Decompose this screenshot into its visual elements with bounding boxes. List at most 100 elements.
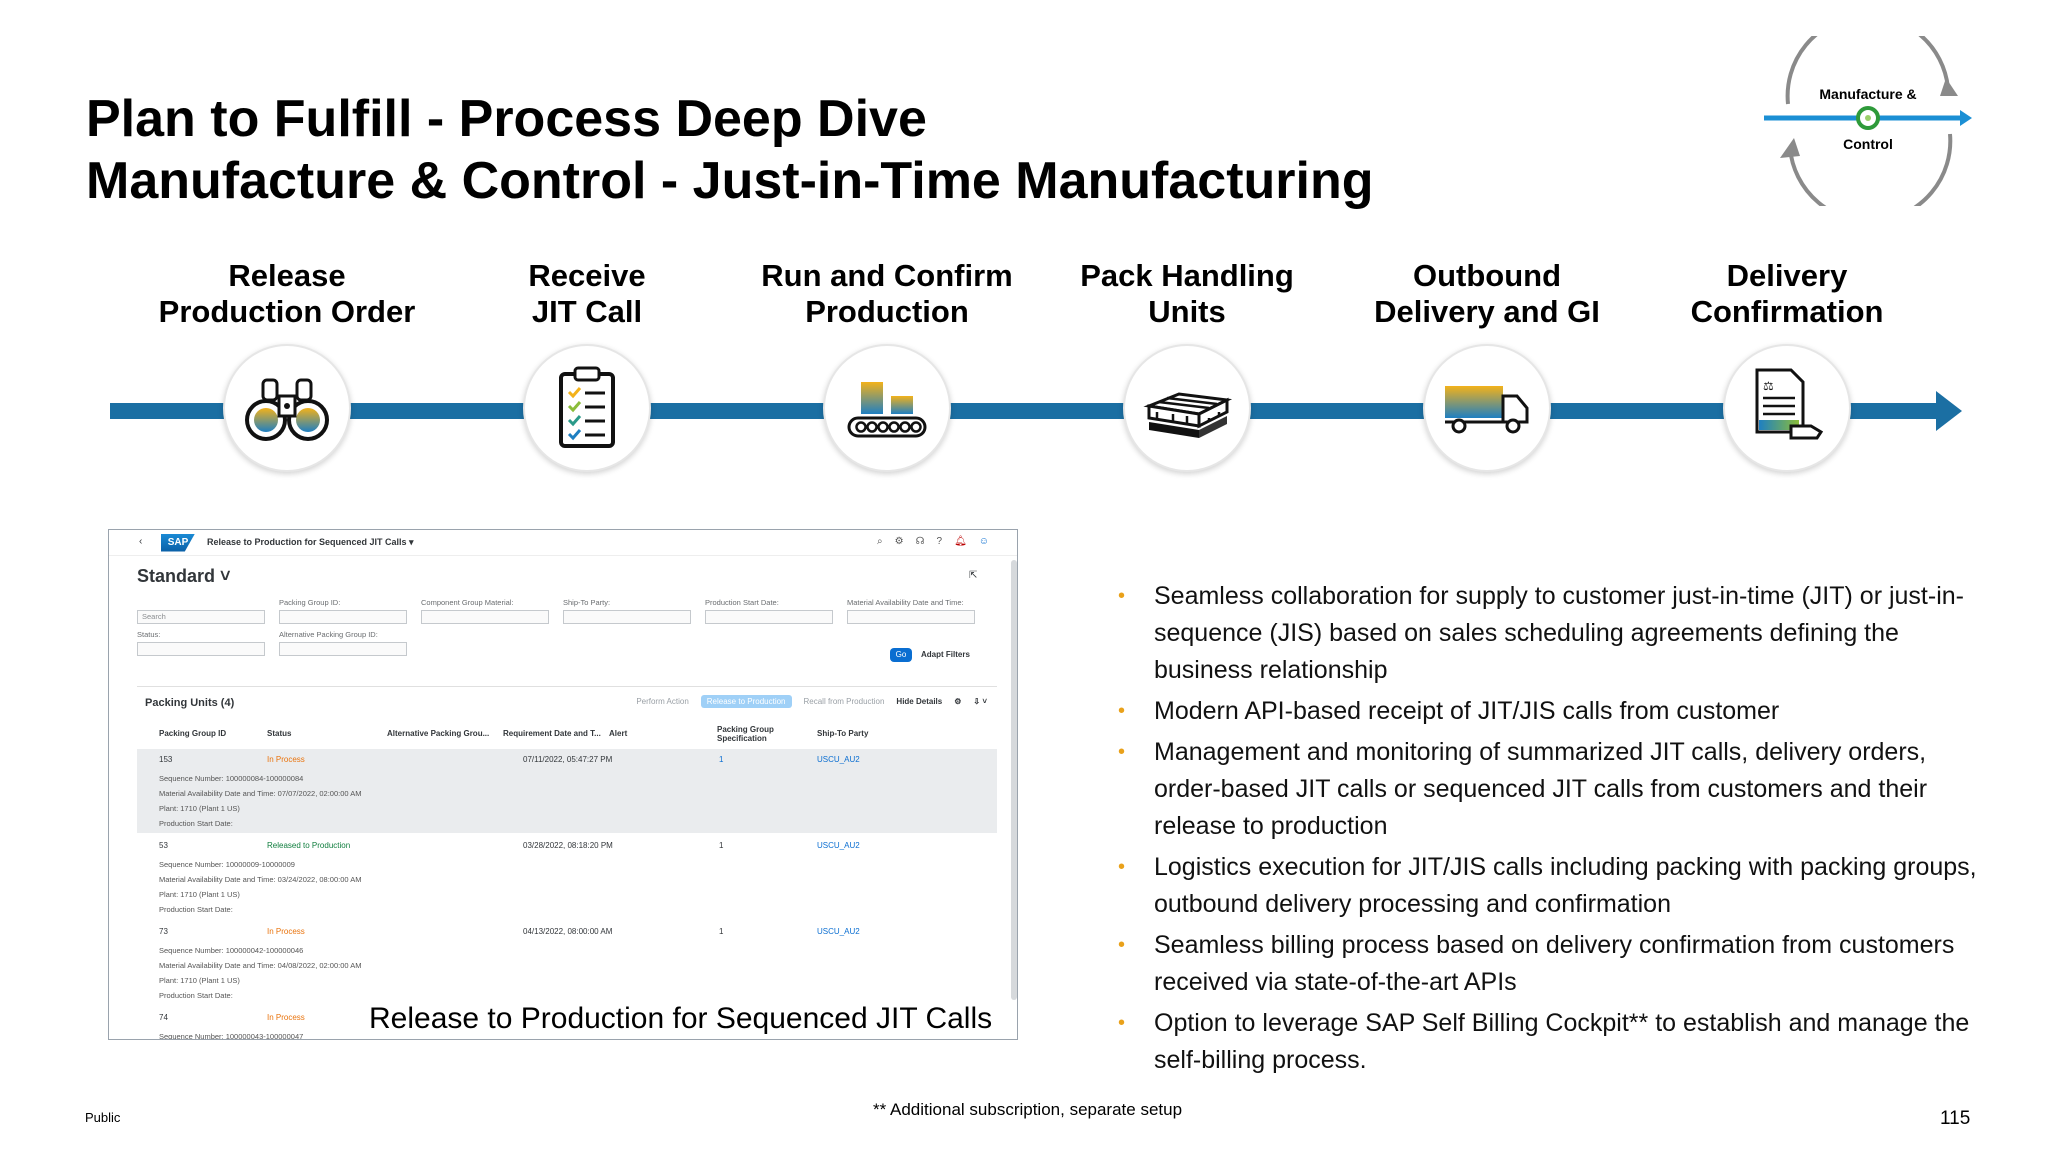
packing-spec[interactable]: 1 [719,927,724,936]
table-row[interactable]: 73 In Process 04/13/2022, 08:00:00 AM 1 … [137,921,997,1005]
component-group-material-field[interactable] [421,610,549,624]
slide-title: Plan to Fulfill - Process Deep Dive Manu… [86,88,1374,212]
table-title: Packing Units (4) [145,697,235,709]
recall-from-production-button[interactable]: Recall from Production [803,697,885,706]
app-screenshot-panel: ‹ SAP Release to Production for Sequence… [108,529,1018,1040]
user-avatar-icon[interactable]: ☺ [978,536,989,547]
perform-action-button[interactable]: Perform Action [636,697,689,706]
ship-to-party[interactable]: USCU_AU2 [817,755,860,764]
app-title[interactable]: Release to Production for Sequenced JIT … [207,537,414,547]
packing-spec[interactable]: 1 [719,755,724,764]
table-row[interactable]: 53 Released to Production 03/28/2022, 08… [137,835,997,919]
column-header[interactable]: Alert [609,729,628,738]
column-header[interactable]: Alternative Packing Grou... [387,729,490,738]
footnote: ** Additional subscription, separate set… [873,1100,1183,1119]
export-icon[interactable]: ⇩ ˅ [973,697,987,706]
bullet-item: •Management and monitoring of summarized… [1118,734,1998,845]
step-delivery-confirmation: Delivery Confirmation ⚖ [1637,258,1937,472]
bullet-item: •Logistics execution for JIT/JIS calls i… [1118,849,1998,923]
bullet-dot-icon: • [1118,856,1126,878]
step-label: Receive JIT Call [528,258,646,329]
table-settings-icon[interactable]: ⚙ [954,697,962,706]
title-line-1: Plan to Fulfill - Process Deep Dive [86,90,927,148]
search-field[interactable]: Search [137,610,265,624]
packing-group-id-field[interactable] [279,610,407,624]
step-icon-circle [523,344,651,472]
bullet-item: •Seamless collaboration for supply to cu… [1118,578,1998,689]
title-line-2: Manufacture & Control - Just-in-Time Man… [86,152,1374,210]
column-header[interactable]: Status [267,729,292,738]
requirement-date: 04/13/2022, 08:00:00 AM [523,927,613,936]
column-header[interactable]: Ship-To Party [817,729,869,738]
status: In Process [267,1013,305,1022]
table-row[interactable]: 153 In Process 07/11/2022, 05:47:27 PM 1… [137,749,997,833]
packing-group-id: 73 [159,927,168,936]
benefit-bullet-list: •Seamless collaboration for supply to cu… [1118,578,1998,1083]
manufacture-control-cycle-badge: Manufacture & Control [1760,13,1976,224]
checklist-icon [559,366,615,448]
column-header[interactable]: Packing Group Specification [717,725,774,743]
support-icon[interactable]: ☊ [915,536,925,547]
help-icon[interactable]: ? [936,536,943,547]
step-label: Release Production Order [158,258,416,329]
bullet-item: •Seamless billing process based on deliv… [1118,927,1998,1001]
status: In Process [267,755,305,764]
production-start-date-label: Production Start Date: [705,598,779,607]
step-label: Delivery Confirmation [1690,258,1884,329]
requirement-date: 07/11/2022, 05:47:27 PM [523,755,613,764]
bullet-dot-icon: • [1118,700,1126,722]
adapt-filters-button[interactable]: Adapt Filters [921,650,970,659]
alt-packing-group-label: Alternative Packing Group ID: [279,630,378,639]
notification-icon[interactable]: 🔔︎ [954,536,967,547]
hide-details-button[interactable]: Hide Details [896,697,943,706]
production-start-date-field[interactable] [705,610,833,624]
back-icon[interactable]: ‹ [139,536,143,547]
variant-selector[interactable]: Standard ˅ [137,566,231,586]
bullet-item: •Option to leverage SAP Self Billing Coc… [1118,1005,1998,1079]
alt-packing-group-field[interactable] [279,642,407,656]
bullet-dot-icon: • [1118,934,1126,956]
status: Released to Production [267,841,351,850]
packing-group-id: 153 [159,755,173,764]
classification-label: Public [85,1110,121,1125]
ship-to-party-label: Ship-To Party: [563,598,611,607]
ship-to-party[interactable]: USCU_AU2 [817,841,860,850]
status-select[interactable] [137,642,265,656]
row-details: Sequence Number: 100000043-100000047 [159,1032,304,1040]
column-header[interactable]: Requirement Date and T... [503,729,601,738]
step-icon-circle [1123,344,1251,472]
step-release-production-order: Release Production Order [137,258,437,472]
material-availability-field[interactable] [847,610,975,624]
step-pack-handling-units: Pack Handling Units [1037,258,1337,472]
search-icon[interactable]: ⌕ [877,536,883,547]
scrollbar[interactable] [1011,560,1017,1000]
ship-to-party-field[interactable] [563,610,691,624]
shell-icons: ⌕ ⚙ ☊ ? 🔔︎ ☺ [877,536,989,547]
document-confirmation-icon: ⚖ [1755,368,1824,440]
status-label: Status: [137,630,161,639]
step-label: Pack Handling Units [1080,258,1294,329]
go-button[interactable]: Go [890,648,912,662]
table-row[interactable]: 74 In Process Sequence Number: 100000043… [137,1007,997,1040]
packing-spec[interactable]: 1 [719,841,724,850]
column-header[interactable]: Packing Group ID [159,729,227,738]
pallet-icon [1143,392,1233,438]
step-icon-circle [823,344,951,472]
shell-bar: ‹ SAP Release to Production for Sequence… [109,530,1017,556]
settings-icon[interactable]: ⚙ [894,536,904,547]
ship-to-party[interactable]: USCU_AU2 [817,927,860,936]
cycle-label-top: Manufacture & [1819,86,1917,102]
bullet-item: •Modern API-based receipt of JIT/JIS cal… [1118,693,1998,730]
release-to-production-button[interactable]: Release to Production [700,695,792,708]
packing-group-id: 74 [159,1013,168,1022]
conveyor-icon [847,382,927,438]
share-icon[interactable]: ⇱ [969,570,978,581]
table-toolbar: Perform Action Release to Production Rec… [636,695,987,708]
page-number: 115 [1940,1108,1971,1129]
truck-icon [1445,386,1529,434]
bullet-dot-icon: • [1118,585,1126,607]
step-label: Outbound Delivery and GI [1374,258,1600,329]
sap-logo: SAP [161,533,195,552]
